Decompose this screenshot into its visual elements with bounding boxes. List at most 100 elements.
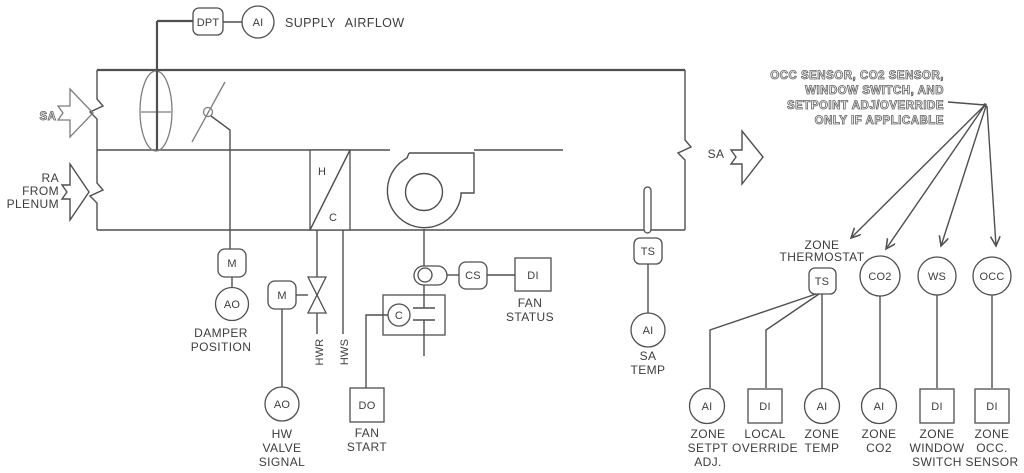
zone-setpt-label-line3: ADJ. [694, 455, 722, 469]
damper-blade [191, 81, 226, 143]
fan-status-group: CS DI FAN STATUS [413, 257, 554, 324]
zone-points-row: AI ZONE SETPT ADJ. DI LOCAL OVERRIDE AI … [688, 387, 1018, 469]
damper-motor-tag: M [227, 258, 236, 270]
damper-label-line1: DAMPER [194, 326, 248, 340]
coil-cold-label: C [329, 212, 337, 224]
ra-label-line1: RA [42, 171, 59, 185]
note-arrow-co2 [886, 104, 986, 249]
ai-zone-setpt-tag: AI [702, 401, 713, 413]
di-zone-occ-tag: DI [986, 401, 997, 413]
valve-bottom-triangle [306, 293, 328, 314]
note-arrow-thermostat [851, 104, 986, 238]
zone-setpt-label-line1: ZONE [691, 427, 726, 441]
zone-devices: ZONE THERMOSTAT TS CO2 WS OCC [709, 238, 1012, 388]
ao-damper-circle [214, 286, 250, 322]
fan-scroll [386, 152, 475, 229]
ts-probe [643, 186, 652, 234]
zone-occ-label-line3: SENSOR [965, 455, 1018, 469]
note-line2: WINDOW SWITCH, AND [805, 85, 944, 97]
ai-supply-airflow-tag: AI [253, 17, 264, 29]
sa-temp-group: TS AI SA TEMP [630, 186, 666, 377]
zone-window-label-line1: ZONE [920, 427, 955, 441]
zone-window-label-line2: WINDOW [909, 441, 964, 455]
sa-temp-label-line1: SA [640, 349, 657, 363]
supply-airflow-instrument: DPT AI SUPPLY AIRFLOW [139, 5, 405, 152]
valve-top-triangle [306, 276, 328, 297]
duct-left-edge-break [88, 70, 105, 230]
left-duct-arrows: SA RA FROM PLENUM [7, 87, 94, 223]
note-arrow-ws [941, 105, 987, 246]
fan-wheel [404, 172, 444, 212]
ai-zone-setpt-circle [688, 387, 726, 425]
hw-piping: HWR HWS M AO HW VALVE SIGNAL [259, 230, 351, 469]
sa-outlet: SA [708, 129, 764, 187]
note-line3: SETPOINT ADJ/OVERRIDE [787, 100, 944, 112]
zone-co2-label-line1: ZONE [862, 427, 897, 441]
ao-valve-tag: AO [274, 399, 291, 411]
sa-inlet-arrow [56, 87, 94, 139]
coil-diagonal [309, 149, 351, 231]
cs-tag: CS [465, 270, 481, 282]
supply-airflow-label: SUPPLY AIRFLOW [285, 16, 405, 30]
ts-sa-tag: TS [641, 246, 655, 258]
zone-thermostat-label-line1: ZONE [805, 238, 840, 252]
local-override-label-line2: OVERRIDE [732, 441, 798, 455]
ai-zone-co2-circle [860, 387, 898, 425]
fan-status-label-line1: FAN [518, 296, 543, 310]
di-fan-status-box [514, 257, 552, 292]
zone-thermostat-label-line2: THERMOSTAT [780, 250, 865, 264]
zone-co2-sensor-tag: CO2 [868, 271, 891, 283]
valve-motor-tag: M [277, 290, 286, 302]
damper-assembly: M AO DAMPER POSITION [191, 81, 251, 354]
di-zone-window-box [919, 388, 955, 424]
note-line4: ONLY IF APPLICABLE [815, 115, 944, 127]
di-zone-occ-box [974, 388, 1010, 424]
local-override-label-line1: LOCAL [744, 427, 785, 441]
hw-valve-label-line2: VALVE [263, 441, 302, 455]
sa-outlet-label: SA [708, 147, 725, 161]
sa-temp-label-line2: TEMP [631, 363, 666, 377]
fan-start-label-line2: START [347, 440, 387, 454]
damper-pivot [202, 106, 214, 118]
ai-zone-co2-tag: AI [874, 401, 885, 413]
zone-temp-label-line1: ZONE [805, 427, 840, 441]
ai-zone-temp-tag: AI [817, 401, 828, 413]
duct-outline [88, 68, 693, 231]
hw-valve-label-line3: SIGNAL [259, 455, 305, 469]
contactor-to-do-line [365, 314, 388, 388]
hws-pipe-label: HWS [339, 339, 351, 365]
zone-occ-label-line1: ZONE [975, 427, 1010, 441]
zone-temp-label-line2: TEMP [805, 441, 840, 455]
current-sensor-loop [417, 267, 433, 283]
zone-occ-sensor-tag: OCC [979, 271, 1004, 283]
di-local-override-tag: DI [759, 401, 770, 413]
heating-cooling-coil: H C [309, 149, 351, 231]
ao-damper-tag: AO [224, 299, 241, 311]
coil-hot-label: H [318, 166, 326, 178]
di-local-override-box [747, 388, 783, 424]
damper-actuator-link [210, 115, 231, 249]
zone-co2-label-line2: CO2 [866, 441, 892, 455]
sa-inlet-label: SA [40, 111, 57, 123]
contactor-tag: C [395, 310, 403, 322]
ra-label-line2: FROM [22, 184, 59, 198]
ai-sa-temp-tag: AI [643, 325, 654, 337]
supply-fan [386, 152, 475, 266]
dpt-sensor-tag: DPT [197, 17, 220, 29]
ra-inlet-arrow [60, 161, 90, 223]
fan-status-label-line2: STATUS [506, 310, 554, 324]
zone-setpt-label-line2: SETPT [688, 441, 729, 455]
sa-outlet-arrow [729, 129, 764, 187]
hwr-pipe-label: HWR [314, 339, 326, 366]
fan-start-group: C DO FAN START [347, 285, 446, 454]
ai-sa-temp-circle [630, 312, 666, 348]
di-fan-status-tag: DI [527, 270, 538, 282]
applicability-note: OCC SENSOR, CO2 SENSOR, WINDOW SWITCH, A… [770, 70, 996, 249]
ts-to-setpt-line [709, 293, 817, 388]
do-fan-start-box [349, 387, 385, 423]
zone-window-label-line3: SWITCH [912, 455, 962, 469]
note-leader-line [947, 101, 986, 106]
duct-right-edge-break [676, 70, 693, 230]
